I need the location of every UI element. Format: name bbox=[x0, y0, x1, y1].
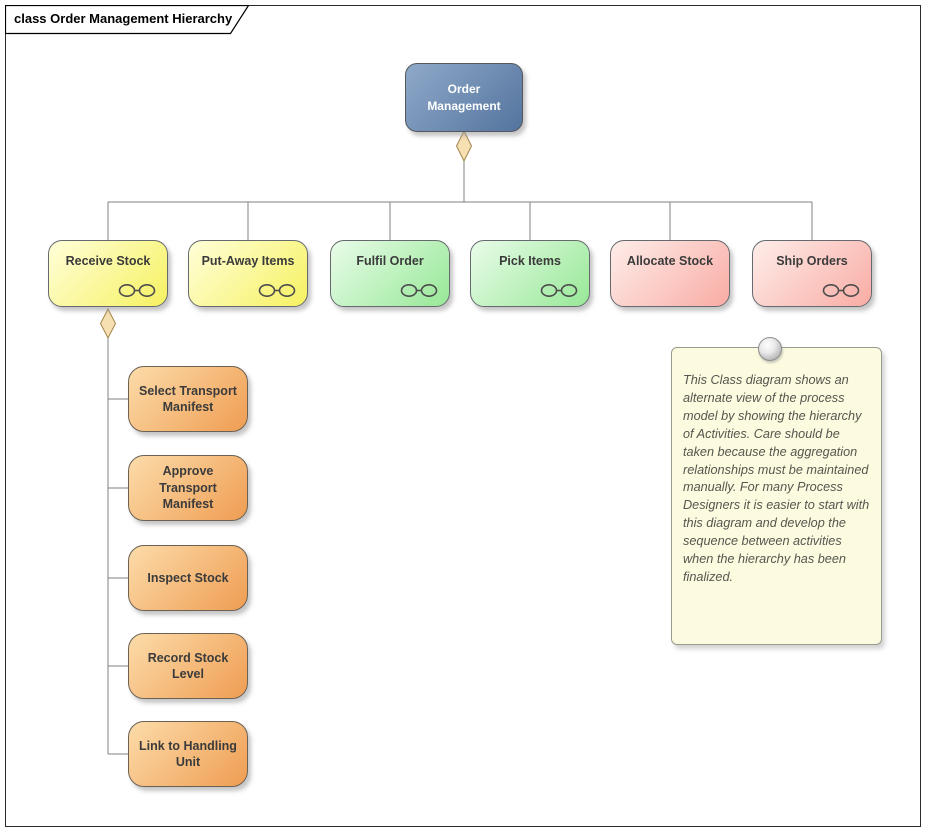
note-pin-icon bbox=[758, 337, 782, 361]
node-label: Approve Transport Manifest bbox=[159, 464, 217, 512]
chain-link-icon bbox=[822, 284, 860, 297]
node-record-stock-level[interactable]: Record Stock Level bbox=[128, 633, 248, 699]
node-label: Put-Away Items bbox=[201, 254, 295, 268]
node-order-management[interactable]: Order Management bbox=[405, 63, 523, 132]
node-label: Select Transport Manifest bbox=[139, 383, 237, 415]
node-label: Allocate Stock bbox=[626, 254, 714, 268]
node-allocate-stock[interactable]: Allocate Stock bbox=[610, 240, 730, 307]
frame-title-tab bbox=[5, 5, 250, 35]
node-approve-transport-manifest[interactable]: Approve Transport Manifest bbox=[128, 455, 248, 521]
node-label: Ship Orders bbox=[776, 254, 848, 268]
node-label: Pick Items bbox=[499, 254, 561, 268]
node-label: Order Management bbox=[427, 81, 501, 113]
node-label: Receive Stock bbox=[65, 254, 151, 268]
node-receive-stock[interactable]: Receive Stock bbox=[48, 240, 168, 307]
frame-title: class Order Management Hierarchy bbox=[14, 11, 233, 26]
node-select-transport-manifest[interactable]: Select Transport Manifest bbox=[128, 366, 248, 432]
diagram-frame bbox=[5, 5, 921, 827]
node-put-away-items[interactable]: Put-Away Items bbox=[188, 240, 308, 307]
node-fulfil-order[interactable]: Fulfil Order bbox=[330, 240, 450, 307]
node-label: Link to Handling Unit bbox=[139, 738, 237, 770]
chain-link-icon bbox=[258, 284, 296, 297]
note-text: This Class diagram shows an alternate vi… bbox=[683, 373, 870, 584]
chain-link-icon bbox=[118, 284, 156, 297]
node-label: Inspect Stock bbox=[147, 570, 229, 585]
note[interactable]: This Class diagram shows an alternate vi… bbox=[671, 337, 882, 645]
node-link-to-handling-unit[interactable]: Link to Handling Unit bbox=[128, 721, 248, 787]
node-pick-items[interactable]: Pick Items bbox=[470, 240, 590, 307]
chain-link-icon bbox=[400, 284, 438, 297]
node-label: Fulfil Order bbox=[356, 254, 424, 268]
node-label: Record Stock Level bbox=[147, 650, 229, 682]
node-inspect-stock[interactable]: Inspect Stock bbox=[128, 545, 248, 611]
node-ship-orders[interactable]: Ship Orders bbox=[752, 240, 872, 307]
chain-link-icon bbox=[540, 284, 578, 297]
